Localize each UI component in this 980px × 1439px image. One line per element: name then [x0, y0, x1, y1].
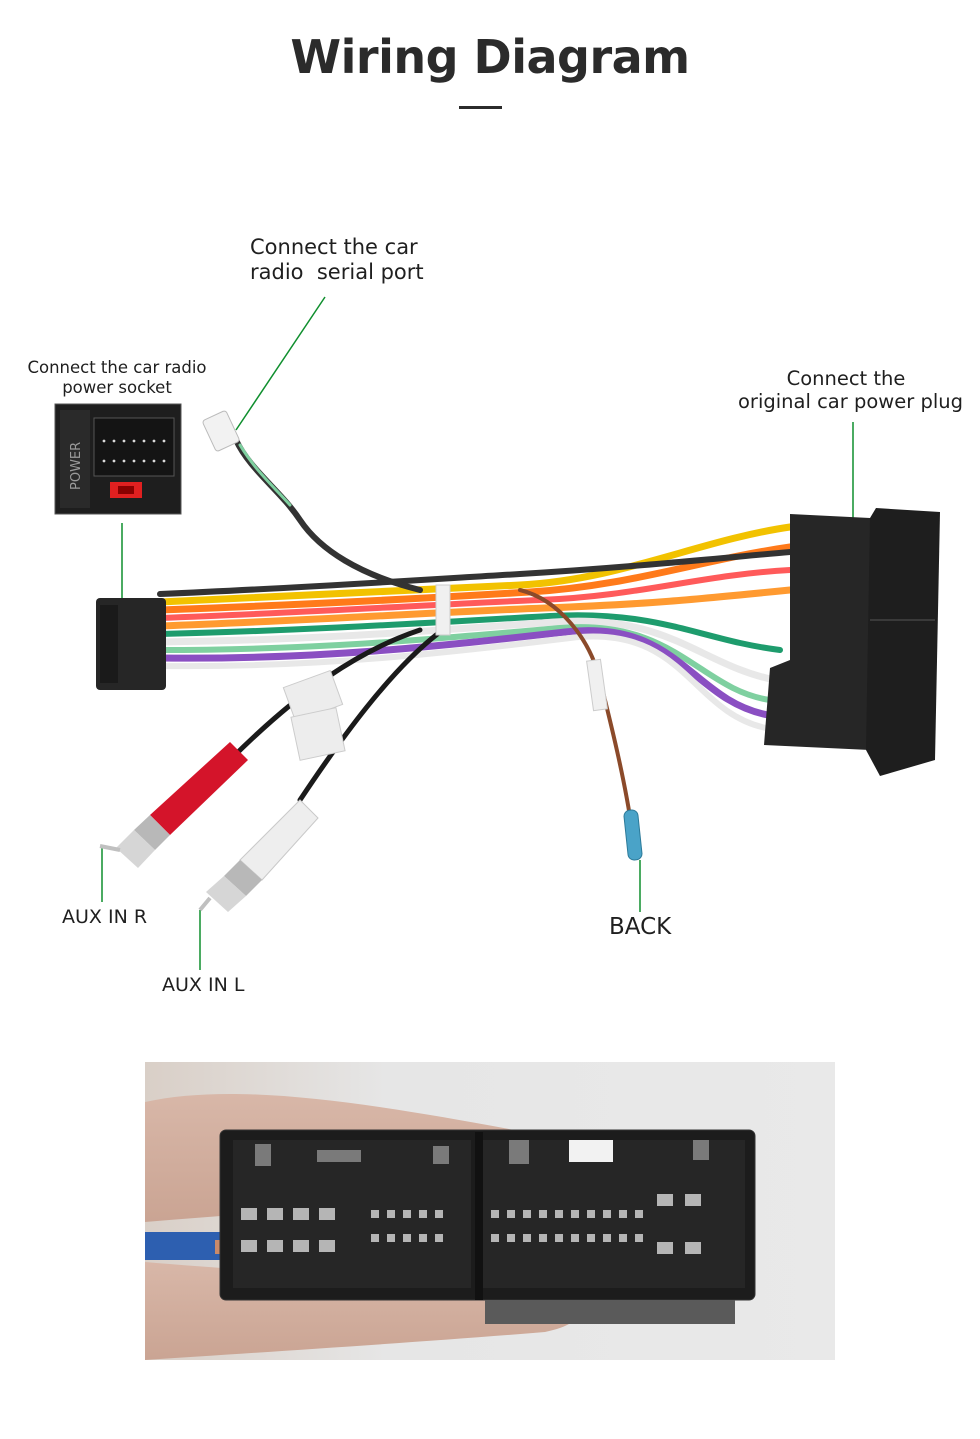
serial-port-plug — [202, 410, 240, 452]
label-aux-in-r: AUX IN R — [62, 906, 148, 928]
label-power-socket: Connect the car radio power socket — [22, 358, 212, 398]
page-title: Wiring Diagram — [290, 30, 690, 84]
connector-photo — [145, 1062, 835, 1360]
label-original-plug-line1: Connect the — [786, 367, 906, 390]
title-underline — [459, 106, 502, 109]
label-serial-port-line1: Connect the car — [250, 235, 418, 259]
connector-photo-graphic — [145, 1062, 835, 1360]
cable-tie — [435, 584, 451, 636]
rca-white-plug — [198, 799, 319, 912]
power-socket-text: POWER — [69, 442, 84, 490]
harness-diagram: POWER — [54, 296, 940, 970]
original-car-plug — [764, 508, 940, 776]
back-wire-end — [623, 809, 643, 861]
label-serial-port: Connect the car radio serial port — [250, 235, 424, 285]
radio-power-connector — [96, 598, 166, 690]
label-original-plug-line2: original car power plug — [738, 390, 963, 414]
wire-bundle — [156, 437, 794, 832]
label-aux-in-l: AUX IN L — [162, 974, 245, 996]
label-power-socket-line1: Connect the car radio — [27, 358, 207, 377]
label-original-plug: Connect the original car power plug — [738, 367, 963, 414]
callout-line-serial — [235, 296, 326, 431]
label-power-socket-line2: power socket — [62, 377, 172, 397]
label-serial-port-line2: radio serial port — [250, 260, 424, 285]
power-socket-image: POWER — [54, 403, 182, 515]
label-back: BACK — [609, 914, 672, 940]
rca-red-plug — [99, 742, 248, 868]
